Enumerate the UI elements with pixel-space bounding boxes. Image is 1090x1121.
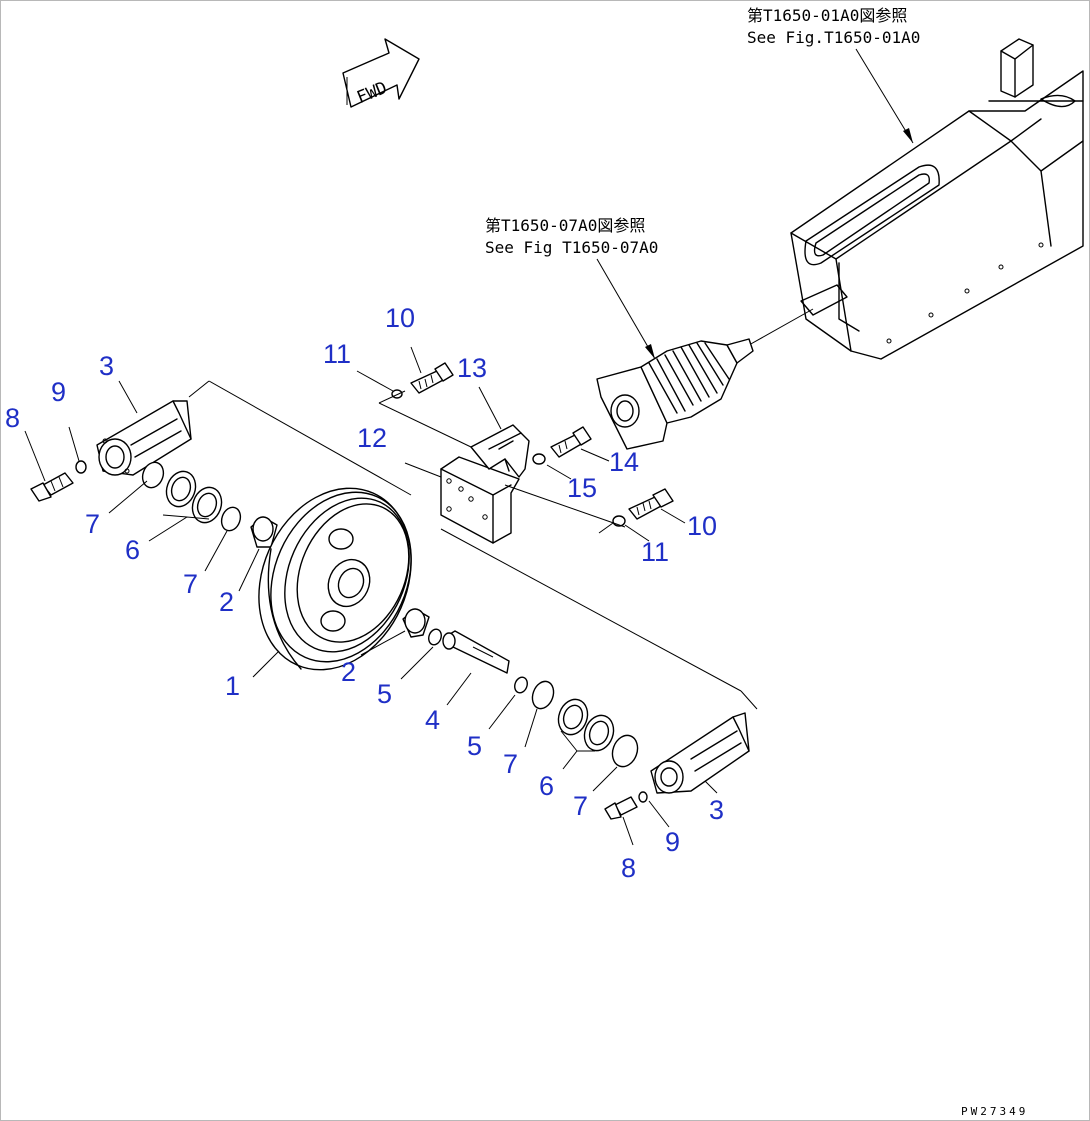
bushing-right	[402, 608, 430, 638]
callout-8-left: 8	[5, 403, 20, 433]
callout-9-left: 9	[51, 377, 66, 407]
bolt-lower	[628, 488, 674, 520]
callout-1: 1	[225, 671, 240, 701]
guard-cover	[470, 424, 530, 478]
callout-8-right: 8	[621, 853, 636, 883]
recoil-cylinder	[596, 338, 754, 450]
track-frame	[790, 38, 1084, 360]
callout-5-upper: 5	[377, 679, 392, 709]
callout-2-left: 2	[219, 587, 234, 617]
bolt-14	[550, 426, 592, 458]
bolt-8-left	[30, 472, 74, 502]
frame-reference-leader	[855, 48, 914, 144]
ring-5-upper	[428, 628, 442, 646]
callout-5-lower: 5	[467, 731, 482, 761]
idler-shaft	[442, 630, 510, 674]
callout-11-upper: 11	[323, 339, 351, 369]
washer-9-right	[638, 791, 648, 803]
o-ring-right-inner	[611, 734, 639, 768]
callout-labels: 1 2 2 3 3 4 5 5 6 6 7 7 7 7 8 8 9 9 10 1…	[5, 303, 724, 883]
callout-7-left-inner: 7	[183, 569, 198, 599]
floating-seal-left	[165, 470, 223, 524]
callout-14: 14	[609, 447, 639, 477]
callout-15: 15	[567, 473, 597, 503]
callout-6-left: 6	[125, 535, 140, 565]
cylinder-reference-en: See Fig T1650-07A0	[485, 238, 658, 257]
bolt-upper	[410, 362, 454, 394]
fwd-label: FWD	[354, 78, 390, 108]
callout-11-lower: 11	[641, 537, 669, 567]
frame-reference-jp: 第T1650-01A0図参照	[747, 6, 907, 25]
drawing-code: PW27349	[961, 1105, 1028, 1118]
callout-9-right: 9	[665, 827, 680, 857]
callout-7-right-inner: 7	[573, 791, 588, 821]
fwd-arrow-icon	[342, 38, 420, 108]
bracket-block	[440, 456, 520, 544]
callout-7-right-outer: 7	[503, 749, 518, 779]
assembly-lines	[188, 380, 758, 710]
o-ring-right-outer	[531, 680, 555, 710]
support-bracket-left	[96, 400, 192, 476]
callout-7-left-outer: 7	[85, 509, 100, 539]
callout-13: 13	[457, 353, 487, 383]
callout-6-right: 6	[539, 771, 554, 801]
idler-wheel	[258, 487, 412, 671]
callout-10-lower: 10	[687, 511, 717, 541]
callout-4: 4	[425, 705, 440, 735]
callout-3-right: 3	[709, 795, 724, 825]
bushing-left	[250, 516, 278, 548]
bolt-8-right	[604, 796, 638, 820]
ring-5-lower	[514, 676, 528, 694]
callout-10-upper: 10	[385, 303, 415, 333]
o-ring-left-inner	[220, 506, 242, 532]
callout-12: 12	[357, 423, 387, 453]
washer-15	[532, 453, 546, 465]
washer-9-left	[75, 460, 87, 474]
callout-2-right: 2	[341, 657, 356, 687]
callout-3-left: 3	[99, 351, 114, 381]
support-bracket-right	[650, 712, 750, 794]
frame-reference-en: See Fig.T1650-01A0	[747, 28, 920, 47]
cylinder-rod-line	[748, 308, 814, 346]
o-ring-left-outer	[141, 461, 165, 489]
cylinder-reference-jp: 第T1650-07A0図参照	[485, 216, 645, 235]
callout-leaders	[24, 346, 718, 846]
floating-seal-right	[557, 698, 615, 752]
cylinder-reference-leader	[596, 258, 656, 360]
